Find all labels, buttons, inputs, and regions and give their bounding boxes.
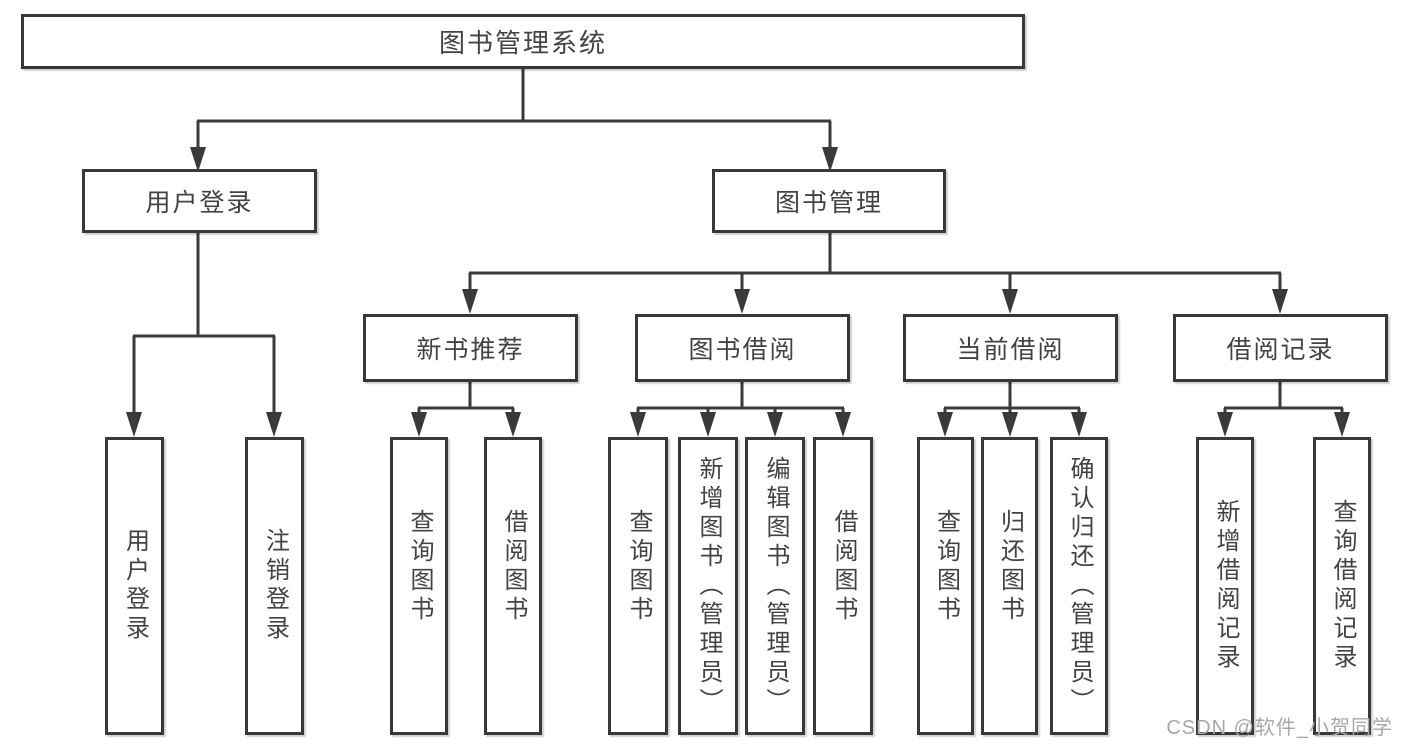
node-book-mgmt-label: 图书管理 [774,189,883,217]
node-book-borrow: 图书借阅 [635,314,850,382]
node-borrow-record: 借阅记录 [1173,314,1388,382]
node-add-book-admin-label: 新增图书（管理员） [695,455,722,717]
node-logout-label: 注销登录 [261,528,289,644]
connector-current-borrow-children [943,382,1081,412]
node-edit-book-admin: 编辑图书（管理员） [745,437,805,735]
connector-new-book-children [417,382,515,412]
node-query-books-3-label: 查询图书 [932,509,960,625]
node-root: 图书管理系统 [21,14,1025,69]
connector-user-login-children [132,233,276,412]
node-book-mgmt: 图书管理 [712,169,946,233]
node-query-borrow-record-label: 查询借阅记录 [1329,499,1356,673]
arrowhead [1002,412,1018,437]
arrowhead [700,412,716,437]
csdn-watermark: CSDN @软件_小贺同学 [1166,717,1393,739]
connector-root-to-level2 [196,69,832,147]
arrowhead [734,289,750,314]
arrowhead [937,412,953,437]
node-new-book-recommend-label: 新书推荐 [416,336,525,364]
arrowhead [1217,412,1233,437]
node-query-books-1-label: 查询图书 [406,509,433,625]
arrowhead [505,412,521,437]
node-query-books-2-label: 查询图书 [625,509,652,625]
node-current-borrow-label: 当前借阅 [956,336,1065,364]
node-query-books-3: 查询图书 [917,437,974,735]
node-user-login-leaf-label: 用户登录 [121,528,149,644]
node-user-login: 用户登录 [82,169,317,233]
arrowhead [126,412,142,437]
node-return-books-label: 归还图书 [996,509,1024,625]
node-add-book-admin: 新增图书（管理员） [678,437,738,735]
arrowhead [411,412,427,437]
node-borrow-record-label: 借阅记录 [1226,336,1335,364]
arrowhead [462,289,478,314]
node-confirm-return-admin-label: 确认归还（管理员） [1066,455,1093,717]
node-logout: 注销登录 [245,437,304,735]
node-borrow-books-1: 借阅图书 [484,437,542,735]
arrowhead [1002,289,1018,314]
node-borrow-books-2-label: 借阅图书 [830,509,857,625]
arrowhead [1071,412,1087,437]
node-borrow-books-2: 借阅图书 [813,437,873,735]
node-new-book-recommend: 新书推荐 [363,314,578,382]
node-return-books: 归还图书 [981,437,1038,735]
node-user-login-leaf: 用户登录 [105,437,164,735]
node-query-books-2: 查询图书 [608,437,668,735]
arrowhead [190,147,206,172]
node-edit-book-admin-label: 编辑图书（管理员） [762,455,789,717]
node-query-books-1: 查询图书 [390,437,448,735]
arrowhead [835,412,851,437]
connector-book-mgmt-categories [468,233,1282,290]
node-user-login-label: 用户登录 [145,189,254,217]
node-root-label: 图书管理系统 [438,28,607,58]
node-add-borrow-record: 新增借阅记录 [1196,437,1254,735]
arrowhead [767,412,783,437]
node-current-borrow: 当前借阅 [903,314,1118,382]
connector-book-borrow-children [636,382,845,412]
arrowhead [822,147,838,172]
arrowhead [630,412,646,437]
node-confirm-return-admin: 确认归还（管理员） [1050,437,1108,735]
node-query-borrow-record: 查询借阅记录 [1313,437,1371,735]
arrowhead [1272,289,1288,314]
node-book-borrow-label: 图书借阅 [688,336,797,364]
node-borrow-books-1-label: 借阅图书 [500,509,527,625]
arrowhead [266,412,282,437]
arrowhead [1334,412,1350,437]
node-add-borrow-record-label: 新增借阅记录 [1212,499,1239,673]
connector-borrow-record-children [1223,382,1344,412]
